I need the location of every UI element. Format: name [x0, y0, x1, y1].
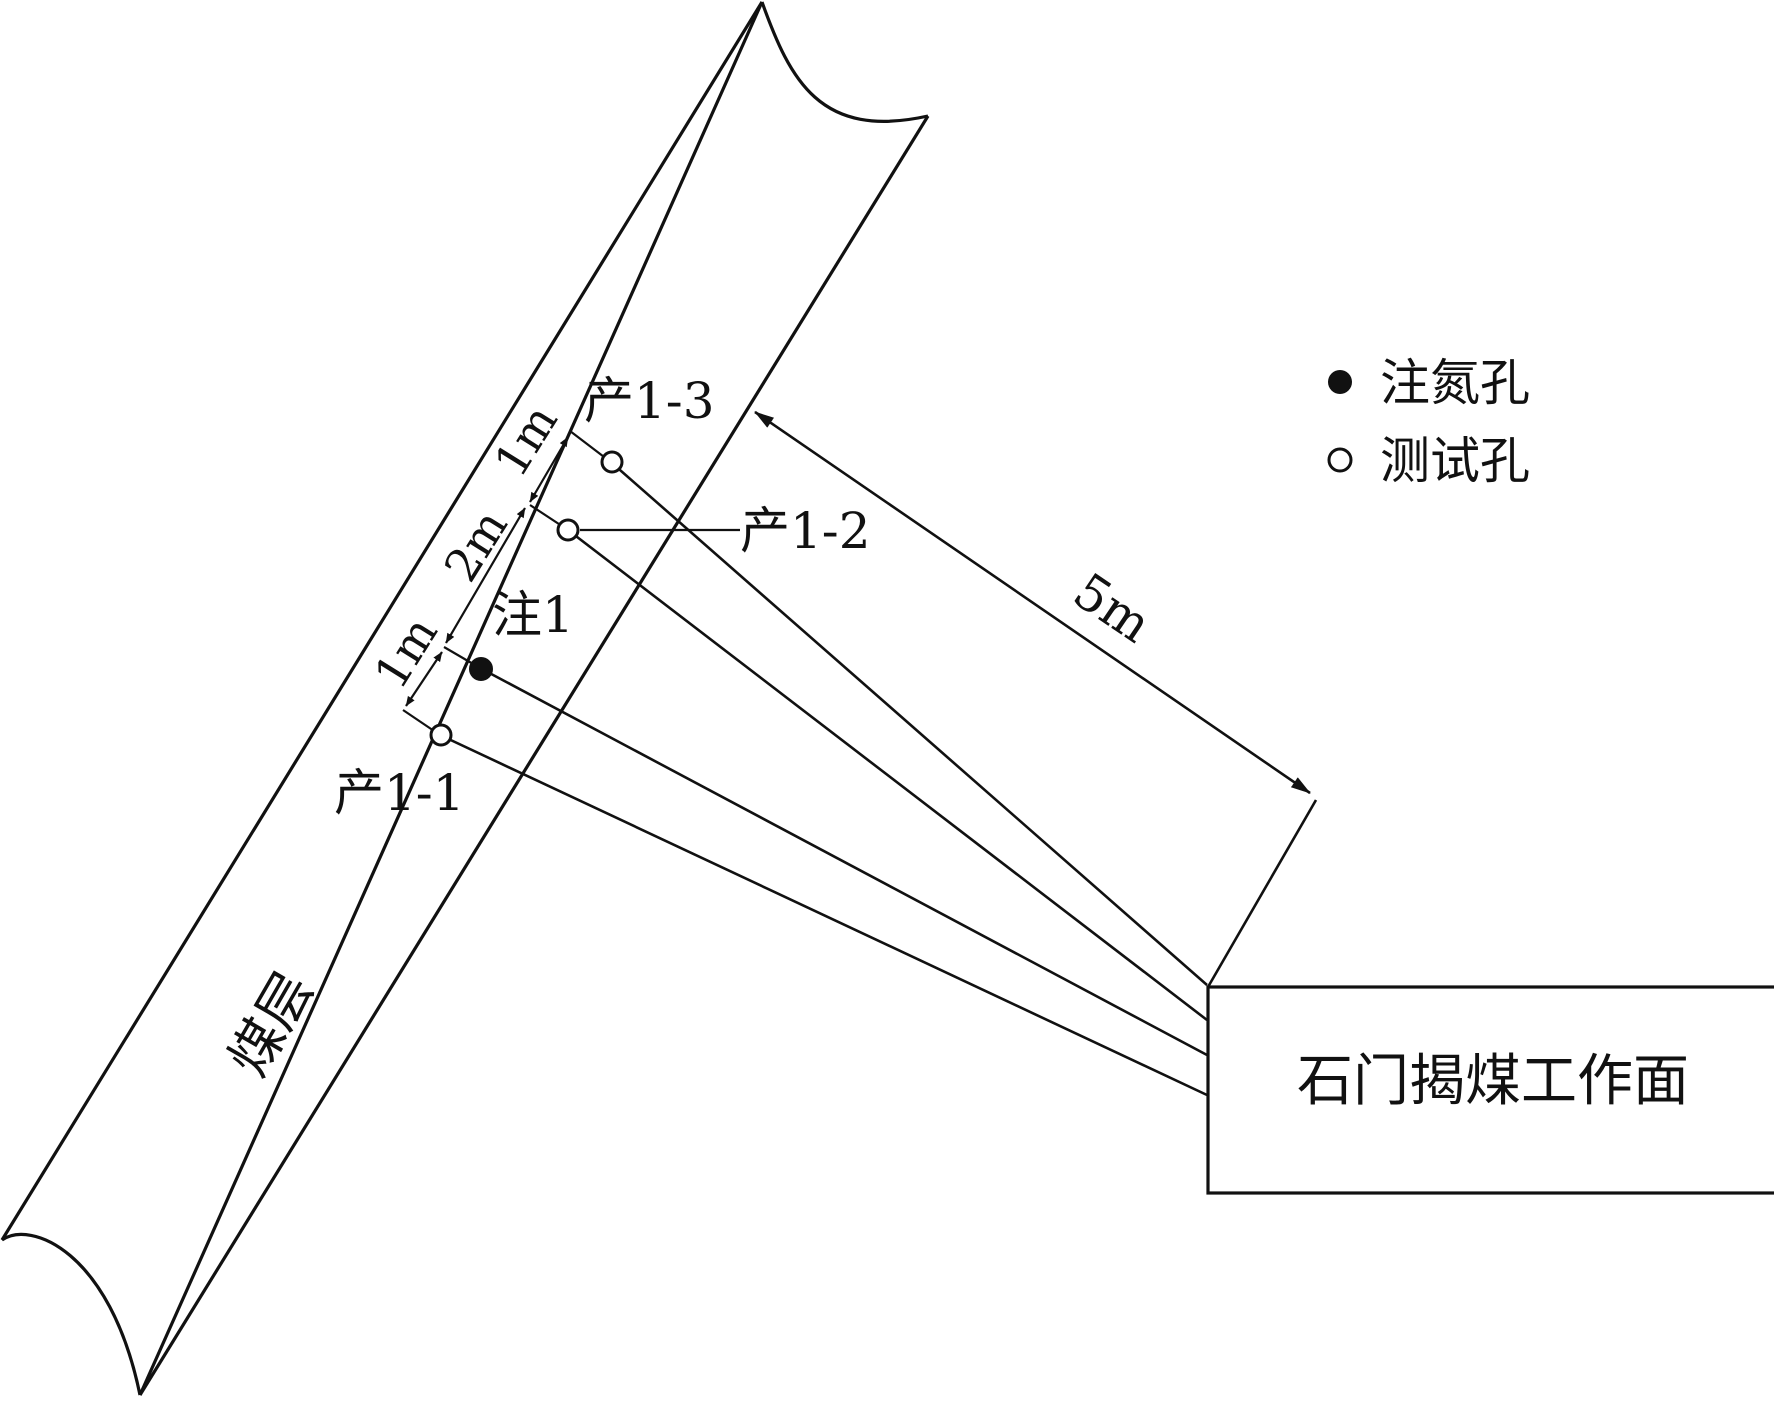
legend-filled-circle-icon: [1328, 370, 1352, 394]
workface-box: [1206, 985, 1774, 1195]
distance-dimension: 5m: [754, 410, 1318, 988]
legend-filled-label: 注氮孔: [1380, 354, 1530, 412]
workface-label: 石门揭煤工作面: [1297, 1049, 1689, 1114]
spacing-arrow-lower: [405, 651, 443, 707]
label-chan-1-1: 产1-1: [334, 764, 465, 822]
spacing-arrow-middle: [445, 507, 526, 644]
spacing-label-upper-1m: 1m: [484, 395, 568, 485]
distance-label: 5m: [1063, 562, 1161, 654]
label-chan-1-3: 产1-3: [584, 372, 715, 430]
legend: 注氮孔 测试孔: [1327, 354, 1530, 490]
hole-markers: [402, 430, 740, 747]
borehole-zhu-1: [479, 666, 1208, 1057]
distance-arrow: [754, 410, 1311, 795]
label-chan-1-2: 产1-2: [740, 502, 871, 560]
borehole-chan-1-3: [611, 462, 1208, 986]
seam-top-break: [760, 1, 929, 123]
spacing-label-lower-1m: 1m: [364, 607, 448, 697]
seam-boundary-right: [138, 115, 930, 1396]
label-zhu-1: 注1: [492, 586, 574, 644]
dimension-extension-line: [1206, 799, 1318, 988]
borehole-chan-1-1: [439, 733, 1208, 1097]
coal-seam: [1, 1, 929, 1396]
spacing-arrow-upper: [529, 436, 569, 503]
seam-label: 煤层: [217, 961, 326, 1086]
seam-bottom-break: [1, 1232, 142, 1396]
seam-boundary-left: [0, 1, 764, 1241]
legend-open-circle-icon: [1327, 447, 1353, 473]
seam-left-edge: [138, 1, 764, 1396]
hole-zhu-1-filled-circle: [469, 657, 493, 681]
hole-chan-1-1-open-circle: [429, 723, 453, 747]
legend-open-label: 测试孔: [1380, 432, 1530, 490]
hole-chan-1-3-open-circle: [600, 450, 624, 474]
hole-chan-1-2-open-circle: [556, 518, 580, 542]
